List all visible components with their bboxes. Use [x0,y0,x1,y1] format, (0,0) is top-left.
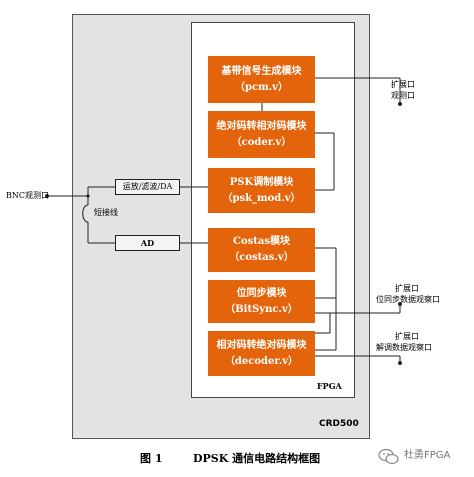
costas-module: Costas模块 （costas.v） [208,228,315,272]
da-box: 运放/滤波/DA [115,179,180,195]
watermark: 杜勇FPGA [378,448,468,466]
exp2-label-line1: 扩展口 [395,284,419,293]
module-file: （psk_mod.v） [222,192,301,204]
junction-dot [86,194,90,198]
watermark-text: 杜勇FPGA [404,450,451,461]
exp1-label-line2: 观测口 [391,91,415,100]
module-name: Costas模块 [233,236,290,247]
exp2-label-line2: 位同步数据观察口 [376,295,440,304]
decoder-module: 相对码转绝对码模块 （decoder.v） [208,331,315,376]
psk-mod-module: PSK调制模块 （psk_mod.v） [208,168,315,213]
jumper-label: 短接线 [94,208,118,217]
figure-number: 图 1 [140,452,163,465]
exp2-port-dot [398,302,402,306]
exp3-label-line1: 扩展口 [395,332,419,341]
ad-box: AD [115,235,180,251]
exp3-label-line2: 解调数据观察口 [376,343,432,352]
exp1-label-line1: 扩展口 [391,80,415,89]
bnc-label: BNC观测口 [6,191,49,200]
figure-title: DPSK 通信电路结构框图 [193,452,321,465]
module-file: （pcm.v） [235,81,288,93]
module-name: 基带信号生成模块 [221,65,302,77]
wechat-icon [378,448,399,465]
board-label: CRD500 [319,419,359,429]
module-name: 相对码转绝对码模块 [216,339,307,351]
module-file: （decoder.v） [224,355,299,367]
exp3-port-dot [398,361,402,365]
module-name: 位同步模块 [236,287,287,299]
module-file: （coder.v） [231,136,292,148]
pcm-module: 基带信号生成模块 （pcm.v） [208,56,315,103]
bitsync-module: 位同步模块 （BitSync.v） [208,280,315,323]
module-name: PSK调制模块 [229,176,294,188]
module-name: 绝对码转相对码模块 [216,120,307,132]
module-file: （BitSync.v） [225,303,298,315]
exp1-port-dot [398,102,402,106]
coder-module: 绝对码转相对码模块 （coder.v） [208,111,315,158]
module-file: （costas.v） [229,252,294,263]
bnc-port-dot [45,194,49,198]
fpga-label: FPGA [317,381,342,391]
jumper-wire [82,204,89,223]
